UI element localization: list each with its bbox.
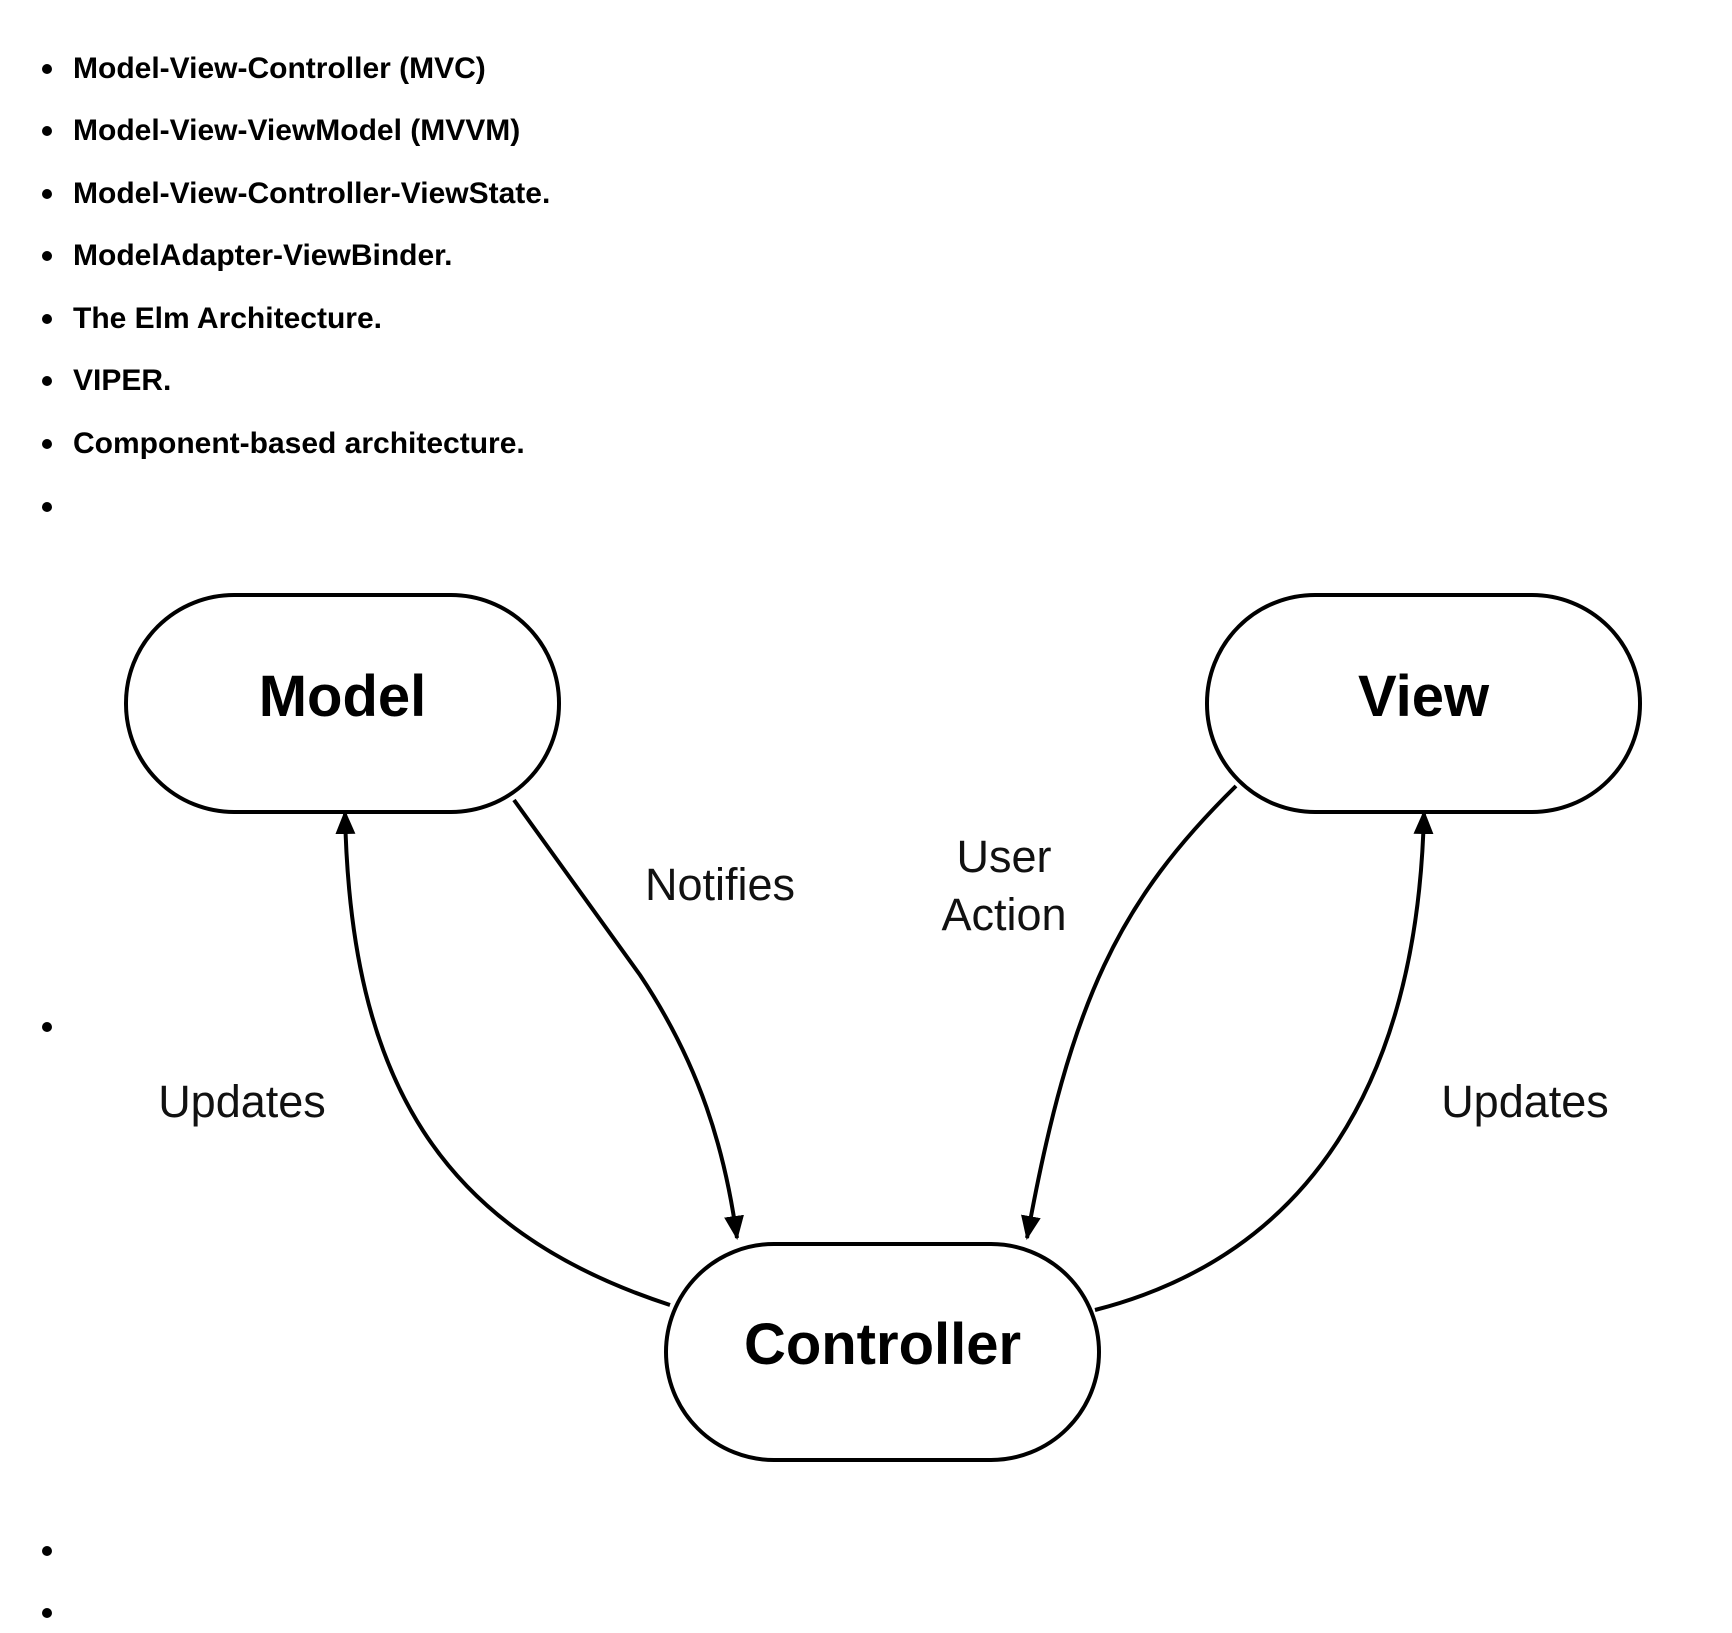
list-item-text: Model-View-ViewModel (MVVM) (73, 114, 521, 147)
bullet-dot (42, 64, 52, 74)
controller-node: Controller (664, 1242, 1101, 1462)
bullet-dot (42, 126, 52, 136)
list-item: Model-View-Controller (MVC) (0, 49, 900, 89)
updates-right-label: Updates (1441, 1076, 1609, 1127)
list-item-text: The Elm Architecture. (73, 302, 382, 335)
updates-model-arrow (335, 810, 671, 1307)
bullet-dot (42, 439, 52, 449)
bullet-dot (42, 1608, 52, 1618)
bullet-dot (42, 502, 52, 512)
model-node: Model (124, 593, 561, 814)
list-item (0, 1531, 900, 1571)
list-item (0, 1593, 900, 1633)
view-label: View (1358, 664, 1490, 729)
list-item-text: Model-View-Controller-ViewState. (73, 177, 551, 210)
bullet-dot (42, 1022, 52, 1032)
bullet-dot (42, 314, 52, 324)
model-label: Model (259, 664, 427, 729)
user-action-label-line1: User (956, 831, 1051, 882)
notifies-label: Notifies (645, 859, 795, 910)
list-item-text: Model-View-Controller (MVC) (73, 52, 486, 85)
bullet-dot (42, 1546, 52, 1556)
list-item (0, 1007, 900, 1047)
list-item-text: ModelAdapter-ViewBinder. (73, 239, 453, 272)
view-node: View (1205, 593, 1642, 814)
list-item: Component-based architecture. (0, 424, 900, 464)
bullet-dot (42, 189, 52, 199)
list-item-text: Component-based architecture. (73, 427, 525, 460)
user-action-label-line2: Action (941, 889, 1066, 940)
bullet-dot (42, 376, 52, 386)
list-item: The Elm Architecture. (0, 299, 900, 339)
list-item: ModelAdapter-ViewBinder. (0, 236, 900, 276)
list-item (0, 487, 900, 527)
list-item: Model-View-ViewModel (MVVM) (0, 111, 900, 151)
list-item: VIPER. (0, 361, 900, 401)
updates-view-arrow (1094, 810, 1434, 1312)
bullet-dot (42, 251, 52, 261)
updates-left-label: Updates (158, 1076, 326, 1127)
user-action-arrow (1021, 784, 1238, 1240)
list-item: Model-View-Controller-ViewState. (0, 174, 900, 214)
list-item-text: VIPER. (73, 364, 172, 397)
notifies-arrow (512, 798, 744, 1240)
controller-label: Controller (744, 1312, 1021, 1377)
